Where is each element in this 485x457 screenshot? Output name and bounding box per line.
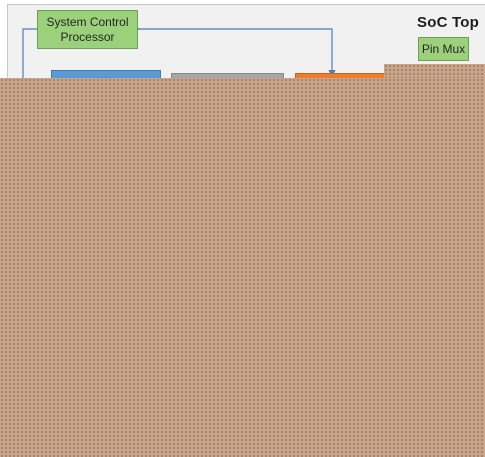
soc-top-title: SoC Top <box>417 14 479 31</box>
system-control-processor-block: System Control Processor <box>37 10 138 49</box>
redacted-main-area <box>0 78 485 457</box>
pin-mux-block: Pin Mux <box>418 37 469 61</box>
system-control-processor-label: System Control Processor <box>46 14 129 44</box>
redacted-corner-area <box>384 64 485 80</box>
pin-mux-label: Pin Mux <box>421 41 466 56</box>
